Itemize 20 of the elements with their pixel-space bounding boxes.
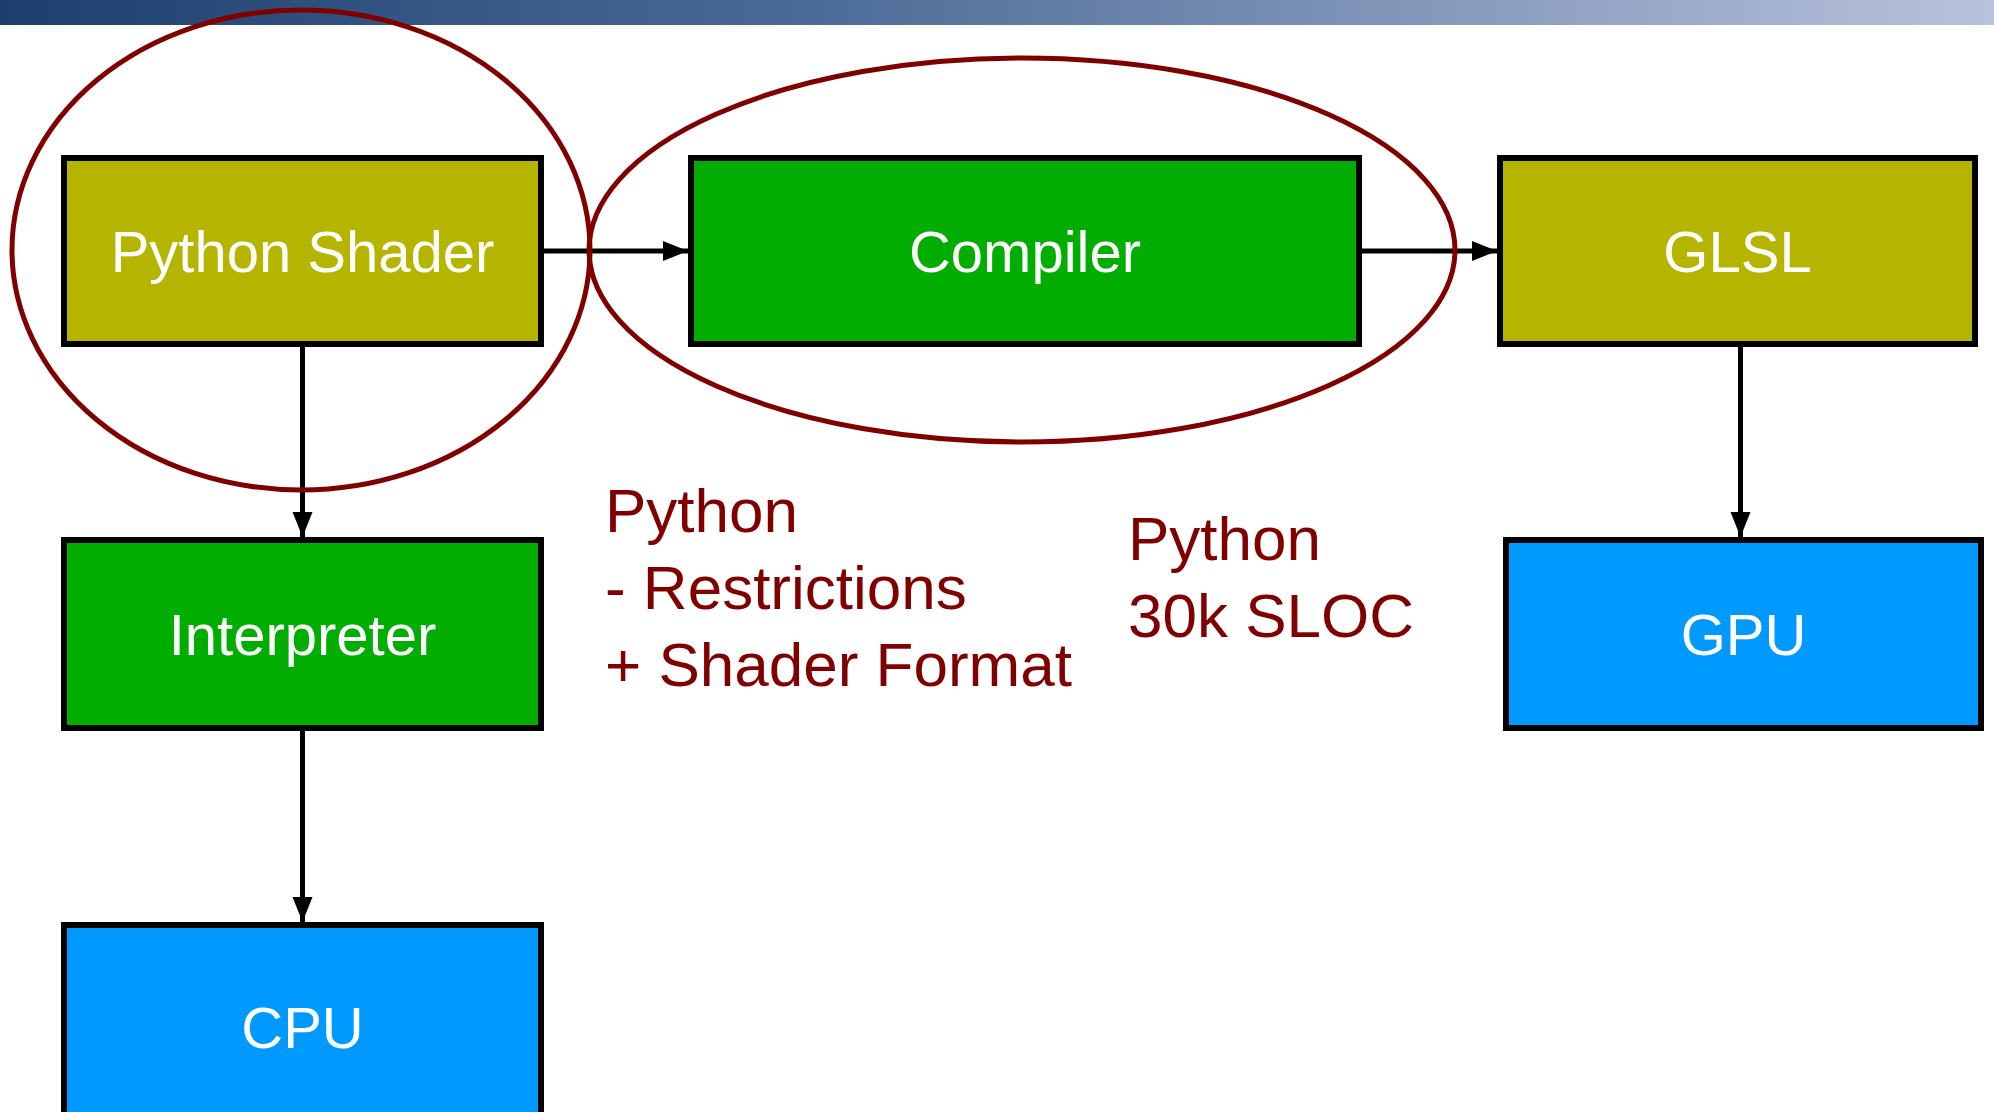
annotation-text: + Shader Format bbox=[605, 634, 1072, 696]
box-label: Interpreter bbox=[168, 600, 437, 668]
arrow bbox=[1362, 241, 1497, 261]
process-box bbox=[61, 155, 544, 347]
annotation-text: - Restrictions bbox=[605, 557, 967, 619]
arrow bbox=[1730, 347, 1751, 537]
box-label: Python Shader bbox=[110, 217, 495, 285]
arrow bbox=[292, 347, 313, 537]
arrow bbox=[292, 731, 313, 922]
process-box bbox=[688, 155, 1362, 347]
annotation-text: 30k SLOC bbox=[1128, 585, 1415, 647]
process-box bbox=[61, 537, 544, 731]
process-box bbox=[1503, 537, 1984, 731]
box-label: GPU bbox=[1680, 600, 1807, 668]
box-label: CPU bbox=[241, 993, 364, 1061]
arrow bbox=[544, 241, 688, 261]
box-label: GLSL bbox=[1663, 217, 1812, 285]
process-box bbox=[1497, 155, 1978, 347]
box-label: Compiler bbox=[908, 217, 1142, 285]
process-box bbox=[61, 922, 544, 1112]
